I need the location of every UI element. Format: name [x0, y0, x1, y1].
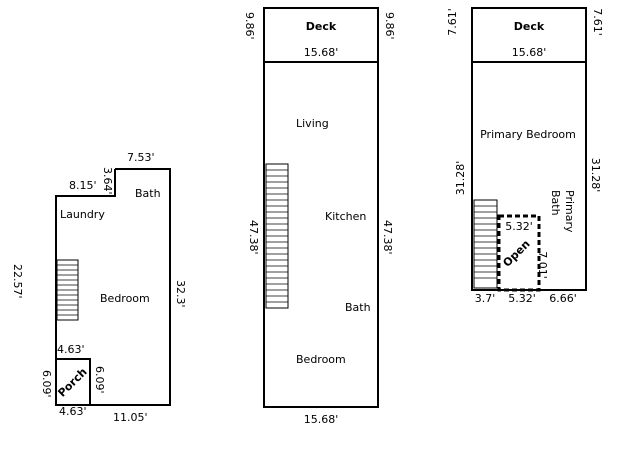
dim-third-right: 31.28'	[589, 158, 602, 193]
room-porch: Porch	[55, 365, 89, 399]
room-primary-bath-line1: Primary	[563, 190, 576, 233]
room-kitchen: Kitchen	[325, 210, 366, 223]
room-laundry: Laundry	[60, 208, 105, 221]
dim-second-bottom: 15.68'	[304, 413, 339, 426]
dim-first-right: 32.3'	[174, 280, 187, 308]
room-primary-bath-line2: Bath	[549, 190, 562, 216]
porch-outline	[55, 358, 91, 406]
first-floor-stairs	[56, 259, 79, 321]
dim-first-left: 22.57'	[11, 264, 24, 299]
room-open: Open	[500, 237, 532, 269]
room-bedroom-second: Bedroom	[296, 353, 346, 366]
dim-third-bottom-mid: 5.32'	[508, 292, 536, 305]
dim-second-deck-right: 9.86'	[383, 12, 396, 40]
room-primary-bedroom: Primary Bedroom	[480, 128, 576, 141]
third-floor: Deck Primary Bedroom Primary Bath Open 7…	[446, 7, 604, 305]
second-floor-outline	[263, 61, 379, 408]
second-floor: Deck Living Kitchen Bath Bedroom 9.86' 9…	[243, 7, 396, 426]
room-living: Living	[296, 117, 329, 130]
room-deck-third: Deck	[514, 20, 545, 33]
first-floor: Laundry Bath Bedroom Porch 7.53' 8.15' 3…	[11, 151, 187, 424]
dim-first-top: 7.53'	[127, 151, 155, 164]
third-floor-stairs	[473, 199, 498, 289]
dim-third-bottom-left: 3.7'	[475, 292, 496, 305]
dim-open-top: 5.32'	[505, 220, 533, 233]
dim-porch-left: 6.09'	[40, 370, 53, 398]
second-floor-stairs	[265, 163, 289, 309]
dim-third-deck-left: 7.61'	[446, 8, 459, 36]
dim-open-right: 7.01'	[536, 251, 549, 279]
dim-porch-right: 6.09'	[93, 366, 106, 394]
dim-third-deck-right: 7.61'	[591, 8, 604, 36]
first-floor-outline	[55, 168, 171, 406]
dim-second-right: 47.38'	[381, 220, 394, 255]
dim-third-bottom-right: 6.66'	[549, 292, 577, 305]
dim-first-bottom: 11.05'	[113, 411, 148, 424]
dim-first-bottom-porch: 4.63'	[59, 405, 87, 418]
dim-first-notch-width: 8.15'	[69, 179, 97, 192]
room-bedroom: Bedroom	[100, 292, 150, 305]
dim-first-notch-height: 3.64'	[101, 167, 114, 195]
dim-second-deck-width: 15.68'	[304, 46, 339, 59]
dim-porch-top: 4.63'	[57, 343, 85, 356]
dim-third-deck-width: 15.68'	[512, 46, 547, 59]
dim-second-left: 47.38'	[247, 220, 260, 255]
dim-second-deck-left: 9.86'	[243, 12, 256, 40]
open-area-outline	[497, 214, 541, 292]
room-bath-second: Bath	[345, 301, 371, 314]
room-deck-second: Deck	[306, 20, 337, 33]
third-floor-outline	[471, 61, 587, 291]
dim-third-left: 31.28'	[454, 161, 467, 196]
room-bath: Bath	[135, 187, 161, 200]
